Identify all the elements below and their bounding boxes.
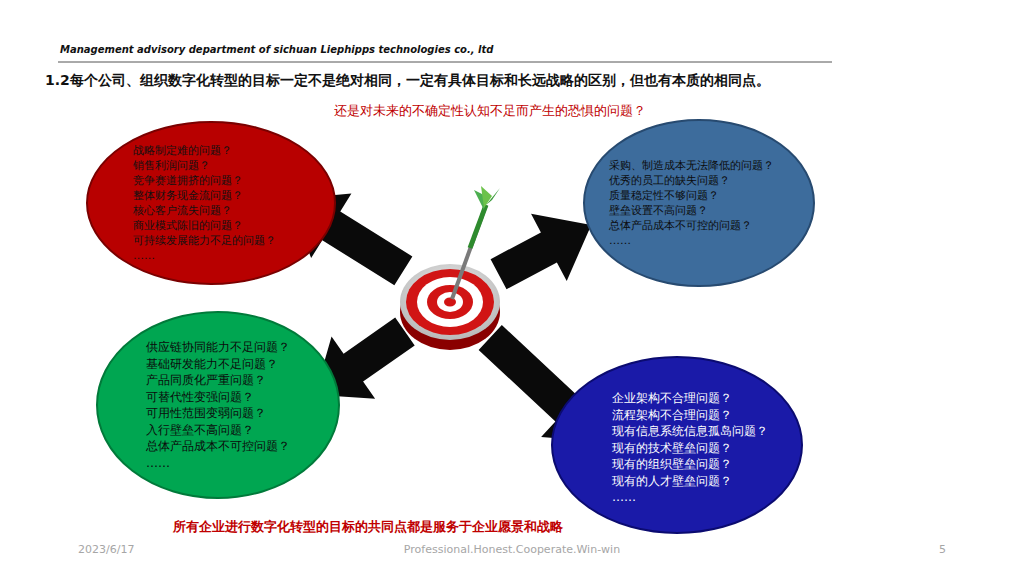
question-line: …… [612, 489, 768, 506]
question-line: 流程架构不合理问题？ [612, 407, 768, 424]
question-line: 现有的人才壁垒问题？ [612, 473, 768, 490]
question-line: 核心客户流失问题？ [133, 203, 276, 218]
question-list: 供应链协同能力不足问题？基础研发能力不足问题？产品同质化严重问题？可替代性变强问… [146, 339, 290, 471]
question-line: 销售利润问题？ [133, 158, 276, 173]
footer-date: 2023/6/17 [78, 543, 134, 556]
question-line: 可用性范围变弱问题？ [146, 405, 290, 422]
slide-title: 1.2每个公司、组织数字化转型的目标一定不是绝对相同，一定有具体目标和长远战略的… [45, 72, 770, 90]
header-rule [58, 62, 832, 63]
question-line: 整体财务现金流问题？ [133, 188, 276, 203]
question-line: 现有信息系统信息孤岛问题？ [612, 423, 768, 440]
dart-icon [452, 186, 500, 299]
ellipse-shape [582, 118, 816, 288]
problem-ellipse: 采购、制造成本无法降低的问题？优秀的员工的缺失问题？质量稳定性不够问题？壁垒设置… [582, 118, 816, 288]
question-line: 竞争赛道拥挤的问题？ [133, 173, 276, 188]
question-line: 质量稳定性不够问题？ [609, 188, 774, 203]
question-line: 入行壁垒不高问题？ [146, 422, 290, 439]
footer-slogan: Professional.Honest.Cooperate.Win-win [404, 543, 620, 556]
question-line: 基础研发能力不足问题？ [146, 356, 290, 373]
question-line: 壁垒设置不高问题？ [609, 203, 774, 218]
ellipse-shape [95, 310, 341, 500]
subtitle-question: 还是对未来的不确定性认知不足而产生的恐惧的问题？ [334, 102, 646, 120]
question-line: 总体产品成本不可控的问题？ [609, 218, 774, 233]
problem-ellipse: 企业架构不合理问题？流程架构不合理问题？现有信息系统信息孤岛问题？现有的技术壁垒… [550, 355, 804, 535]
question-line: 可持续发展能力不足的问题？ [133, 233, 276, 248]
question-line: …… [609, 233, 774, 248]
target-icon [400, 264, 500, 350]
question-line: 可替代性变强问题？ [146, 389, 290, 406]
conclusion-text: 所有企业进行数字化转型的目标的共同点都是服务于企业愿景和战略 [173, 518, 563, 536]
question-line: 战略制定难的问题？ [133, 143, 276, 158]
question-line: 采购、制造成本无法降低的问题？ [609, 158, 774, 173]
question-line: 企业架构不合理问题？ [612, 390, 768, 407]
question-line: …… [146, 455, 290, 472]
header-text: Management advisory department of sichua… [60, 44, 493, 55]
question-list: 采购、制造成本无法降低的问题？优秀的员工的缺失问题？质量稳定性不够问题？壁垒设置… [609, 158, 774, 248]
question-list: 战略制定难的问题？销售利润问题？竞争赛道拥挤的问题？整体财务现金流问题？核心客户… [133, 143, 276, 263]
question-line: 优秀的员工的缺失问题？ [609, 173, 774, 188]
question-line: 供应链协同能力不足问题？ [146, 339, 290, 356]
question-list: 企业架构不合理问题？流程架构不合理问题？现有信息系统信息孤岛问题？现有的技术壁垒… [612, 390, 768, 506]
question-line: 产品同质化严重问题？ [146, 372, 290, 389]
question-line: 商业模式陈旧的问题？ [133, 218, 276, 233]
question-line: 现有的组织壁垒问题？ [612, 456, 768, 473]
problem-ellipse: 供应链协同能力不足问题？基础研发能力不足问题？产品同质化严重问题？可替代性变强问… [95, 310, 341, 500]
page-number: 5 [939, 543, 946, 556]
problem-ellipse: 战略制定难的问题？销售利润问题？竞争赛道拥挤的问题？整体财务现金流问题？核心客户… [85, 120, 337, 286]
question-line: 现有的技术壁垒问题？ [612, 440, 768, 457]
question-line: …… [133, 248, 276, 263]
question-line: 总体产品成本不可控问题？ [146, 438, 290, 455]
